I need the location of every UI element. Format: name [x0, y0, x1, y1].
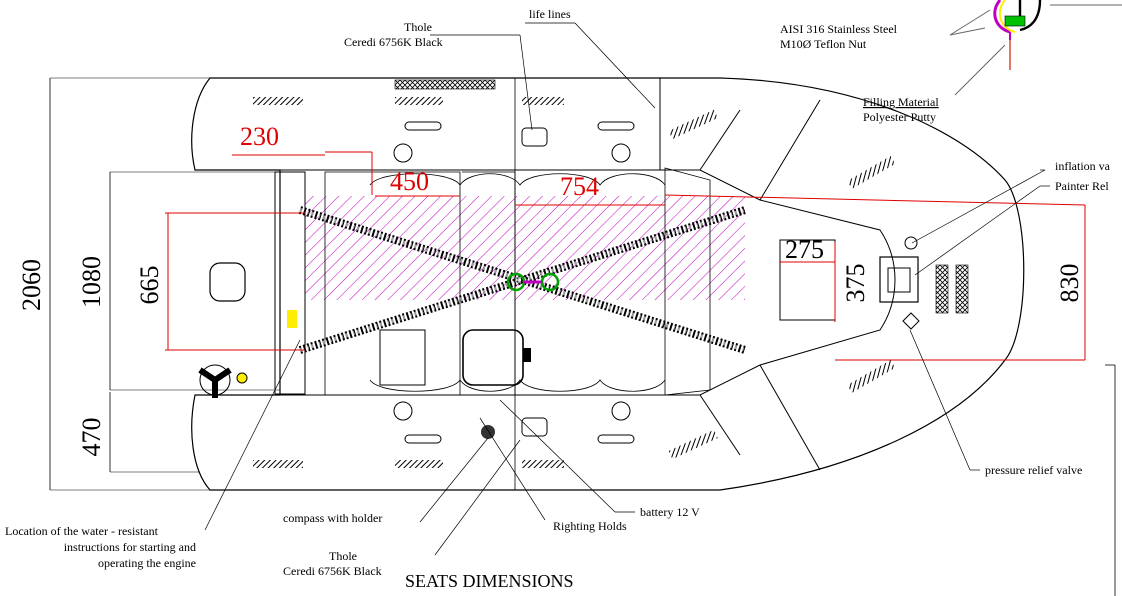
battery-label: battery 12 V — [640, 505, 700, 519]
thole-top-model: Ceredi 6756K Black — [344, 35, 443, 49]
dimension-lines — [49, 77, 280, 491]
dim-hatch-length: 375 — [841, 264, 870, 303]
crossing-straps — [298, 206, 747, 354]
thole-bottom-model: Ceredi 6756K Black — [283, 564, 382, 578]
compass-label: compass with holder — [283, 511, 382, 525]
inflation-valve-label: inflation va — [1055, 159, 1111, 173]
filling-material-label: Filling Material — [863, 95, 939, 109]
polyester-putty-label: Polyester Putty — [863, 110, 936, 124]
leader-lines — [204, 22, 1050, 556]
location-label-line3: operating the engine — [98, 556, 196, 570]
seat-dimension-lines — [165, 151, 1086, 361]
nut-label: M10Ø Teflon Nut — [780, 37, 867, 51]
dim-bow-seat-width: 830 — [1055, 264, 1084, 303]
dim-seat-offset: 230 — [240, 122, 279, 151]
dim-seat-gap: 450 — [390, 167, 429, 196]
thole-top-label: Thole — [404, 20, 432, 34]
hull-outline — [191, 77, 1025, 491]
tube-strips — [253, 79, 969, 468]
dim-hatch-width: 275 — [785, 235, 824, 264]
dim-overall-width: 2060 — [17, 259, 46, 311]
steel-detail-inset — [949, 0, 1122, 96]
life-lines-label: life lines — [529, 7, 571, 21]
battery-box — [462, 329, 531, 386]
thole-bottom-label: Thole — [329, 549, 357, 563]
steel-label: AISI 316 Stainless Steel — [780, 22, 898, 36]
dim-seat-length: 754 — [560, 172, 599, 201]
pressure-relief-valve-label: pressure relief valve — [985, 463, 1082, 477]
transom-engine — [198, 171, 426, 398]
dim-transom-width: 1080 — [77, 256, 106, 308]
location-label-line2: instructions for starting and — [64, 540, 196, 554]
dim-seat-width: 665 — [135, 266, 164, 305]
righting-holds-label: Righting Holds — [553, 519, 627, 533]
title-block-edge — [1105, 364, 1116, 596]
seats-dimensions-title: SEATS DIMENSIONS — [405, 571, 574, 591]
dim-tube-width: 470 — [77, 418, 106, 457]
painter-release-label: Painter Rel — [1055, 179, 1109, 193]
location-label-line1: Location of the water - resistant — [5, 524, 159, 538]
